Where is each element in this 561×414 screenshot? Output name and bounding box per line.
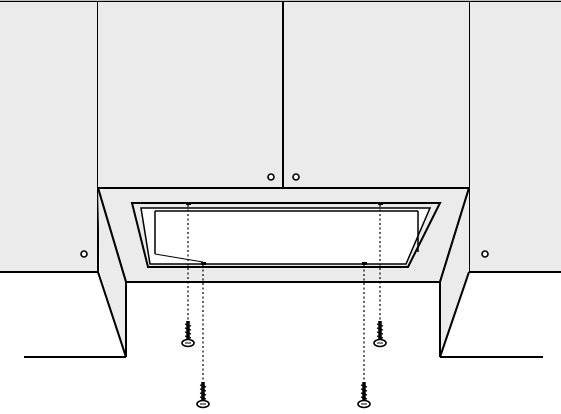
hole-lower-left [201,262,206,265]
hood-opening [140,207,432,265]
center-right-door-knob [292,173,300,181]
screw-lower-left [195,380,211,410]
right-cabinet-knob [481,250,489,258]
hole-upper-right [378,202,383,205]
lower-right-cabinet-side [439,187,543,358]
range-hood-insert [97,187,470,283]
left-cabinet [0,2,99,273]
right-cabinet [468,2,561,273]
hole-upper-left [186,202,191,205]
screw-upper-right [372,319,388,349]
screw-upper-left [180,319,196,349]
lower-left-cabinet-side [24,187,127,358]
left-cabinet-knob [80,250,88,258]
screw-guide-lines [187,205,381,382]
upper-center-cabinet [98,2,469,189]
hole-lower-right [362,262,367,265]
screw-lower-right [356,380,372,410]
center-left-door-knob [267,173,275,181]
